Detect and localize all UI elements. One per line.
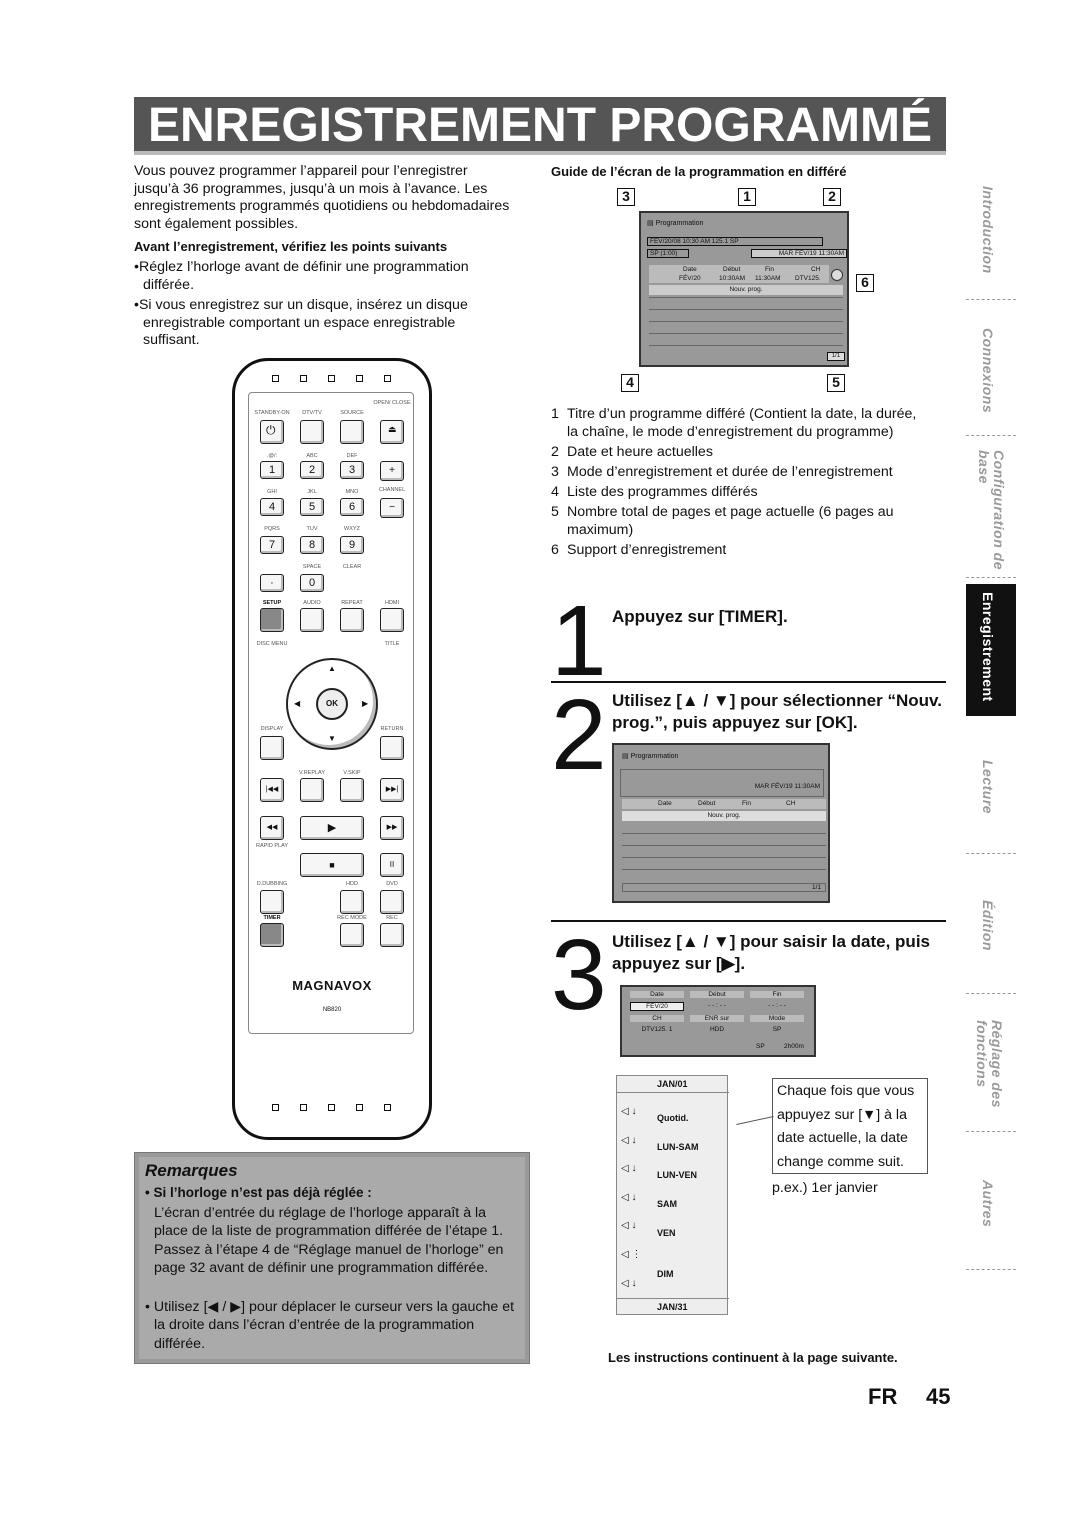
step-1-number: 1	[551, 585, 607, 697]
check-heading: Avant l’enregistrement, vérifiez les poi…	[134, 239, 448, 255]
dtvtv-button	[300, 420, 324, 444]
timer-button	[260, 923, 284, 947]
date-cycle-diagram: JAN/01 Quotid. LUN-SAM LUN-VEN SAM VEN D…	[616, 1075, 729, 1315]
open-close-button: ⏏	[380, 420, 404, 444]
source-button	[340, 420, 364, 444]
remarks-subheading: • Si l’horloge n’est pas déjà réglée :	[145, 1185, 372, 1200]
step-1-text: Appuyez sur [TIMER].	[612, 607, 788, 626]
setup-button	[260, 608, 284, 632]
tab-reglage[interactable]: Réglage des fonctions	[966, 1000, 1016, 1132]
remarks-title: Remarques	[145, 1161, 238, 1180]
tab-introduction[interactable]: Introduction	[966, 168, 1016, 300]
step-2-screen: ▤ Programmation MAR FÉV/19 11:30AM Date …	[612, 743, 830, 903]
remarks-para-1: L’écran d’entrée du réglage de l’horloge…	[154, 1205, 504, 1277]
remarks-box: Remarques • Si l’horloge n’est pas déjà …	[134, 1152, 530, 1364]
remote-face	[248, 392, 414, 1034]
intro-paragraph: Vous pouvez programmer l’appareil pour l…	[134, 163, 510, 232]
step-3-number: 3	[551, 919, 607, 1031]
tab-connexions[interactable]: Connexions	[966, 304, 1016, 436]
tab-lecture[interactable]: Lecture	[966, 722, 1016, 854]
remote-buttons: OPEN/ CLOSE STANDBY-ON DTV/TV SOURCE ⏻ ⏏…	[232, 358, 432, 1140]
calendar-example: p.ex.) 1er janvier	[772, 1180, 878, 1196]
continue-note: Les instructions continuent à la page su…	[608, 1350, 898, 1365]
remarks-para-2: • Utilisez [◀ / ▶] pour déplacer le curs…	[145, 1299, 515, 1352]
tab-edition[interactable]: Édition	[966, 862, 1016, 994]
footer-lang: FR	[868, 1384, 898, 1409]
bullet-1: Réglez l’horloge avant de définir une pr…	[138, 258, 469, 293]
tab-configuration[interactable]: Configuration de base	[966, 440, 1016, 578]
bullet-2: Si vous enregistrez sur un disque, insér…	[138, 297, 468, 349]
standby-button: ⏻	[260, 420, 284, 444]
step-3-screen: Date Début Fin FÉV/20 - - : - - - - : - …	[620, 985, 816, 1057]
step-2-text: Utilisez [▲ / ▼] pour sélectionner “Nouv…	[612, 691, 942, 732]
guide-heading: Guide de l’écran de la programmation en …	[551, 164, 847, 179]
calendar-note: Chaque fois que vous appuyez sur [▼] à l…	[772, 1078, 928, 1174]
tab-enregistrement[interactable]: Enregistrement	[966, 584, 1016, 716]
guide-diagram: 3 1 2 6 4 5 ▤ Programmation FÉV/20/08 10…	[551, 186, 881, 392]
page-number: 45	[926, 1384, 951, 1409]
step-2-number: 2	[551, 679, 607, 791]
step-3-text: Utilisez [▲ / ▼] pour saisir la date, pu…	[612, 932, 930, 973]
tab-autres[interactable]: Autres	[966, 1138, 1016, 1270]
page-title: ENREGISTREMENT PROGRAMMÉ	[134, 97, 946, 155]
intro-section: Vous pouvez programmer l’appareil pour l…	[134, 163, 514, 350]
